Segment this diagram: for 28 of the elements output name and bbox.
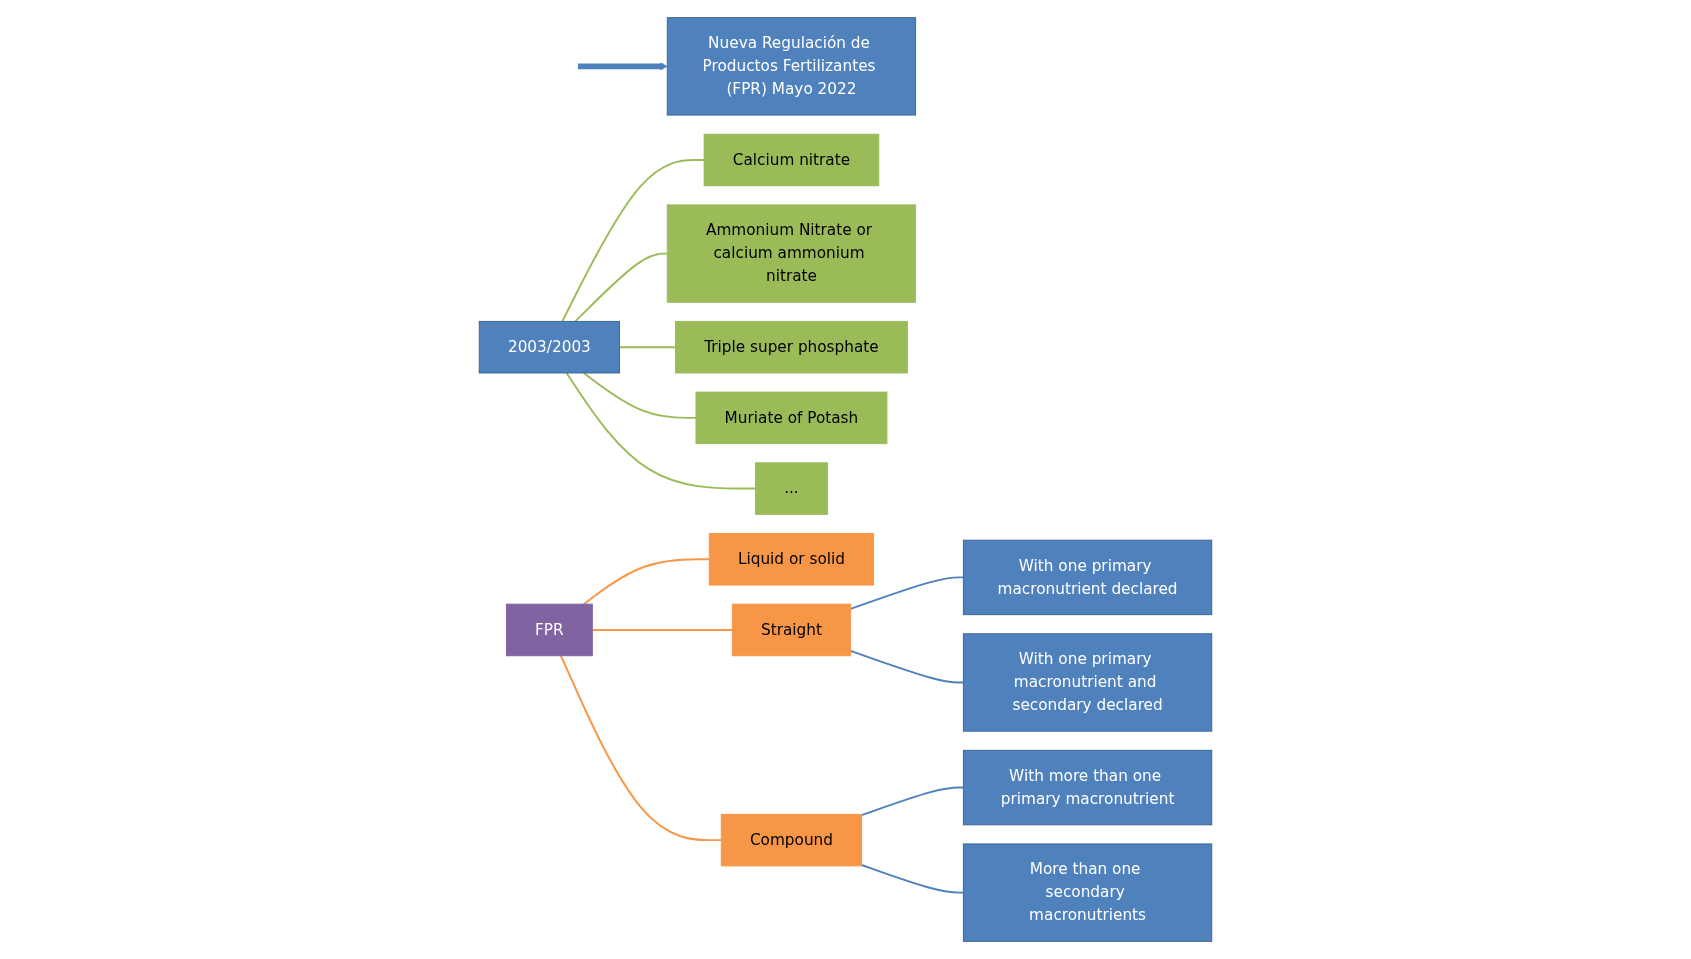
- node-box: Ammonium Nitrate or calcium ammonium nitrate: [666, 204, 917, 303]
- node-box: Straight: [731, 603, 852, 657]
- connector: [860, 786, 965, 817]
- connector: [582, 372, 697, 419]
- connector: [565, 372, 757, 490]
- connector: [574, 252, 669, 323]
- node-box: Liquid or solid: [708, 533, 875, 586]
- node-box: With one primary macronutrient and secondary declared: [962, 633, 1213, 732]
- node-box: 2003/2003: [478, 320, 620, 374]
- arrow: [578, 62, 668, 71]
- connector: [591, 629, 734, 631]
- connector: [849, 576, 965, 610]
- node-box: FPR: [505, 603, 593, 657]
- node-box: Triple super phosphate: [675, 320, 908, 374]
- connector: [849, 650, 965, 684]
- connector: [559, 654, 723, 842]
- connector: [561, 159, 706, 323]
- node-box: Calcium nitrate: [703, 133, 880, 187]
- node-box: ...: [755, 462, 828, 515]
- node-box: With more than one primary macronutrient: [962, 749, 1213, 826]
- node-box: Compound: [720, 813, 863, 867]
- connector: [582, 558, 711, 606]
- connector: [860, 864, 965, 894]
- node-box: Nueva Regulación de Productos Fertilizantes (FPR) Mayo 2022: [666, 17, 917, 116]
- node-box: With one primary macronutrient declared: [962, 539, 1213, 616]
- node-box: Muriate of Potash: [695, 391, 888, 445]
- node-box: More than one secondary macronutrients: [962, 843, 1213, 942]
- connector: [618, 346, 677, 349]
